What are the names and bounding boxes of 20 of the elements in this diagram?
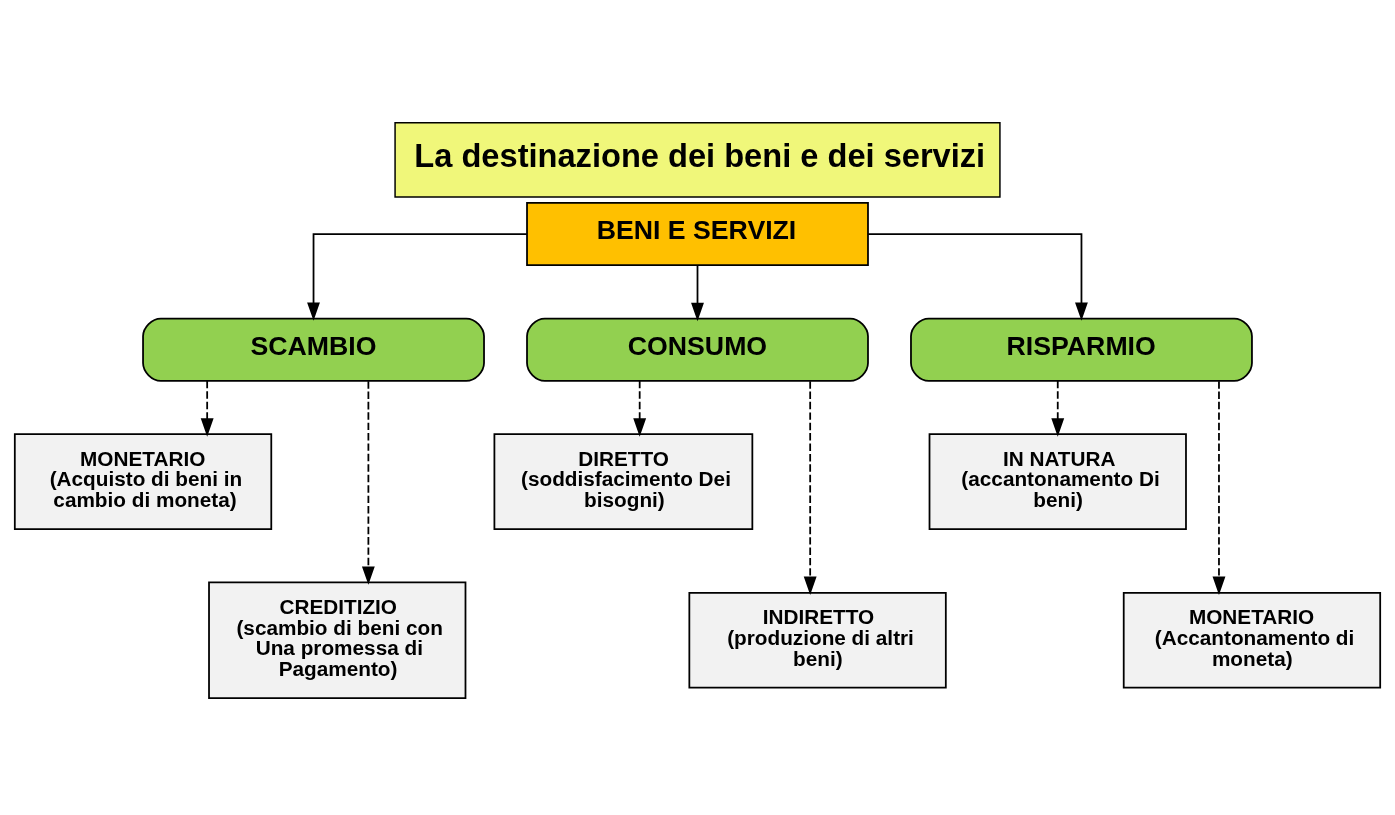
node-box: DIRETTO (soddisfacimento Dei bisogni) <box>493 433 754 530</box>
node-box: BENI E SERVIZI <box>526 202 869 267</box>
arrow <box>307 233 528 321</box>
arrow <box>361 380 375 585</box>
diagram-title: La destinazione dei beni e dei servizi <box>414 136 986 174</box>
arrow <box>200 380 214 437</box>
node-box: MONETARIO (Acquisto di beni in cambio di moneta) <box>13 433 273 530</box>
arrow <box>1051 380 1065 437</box>
arrow <box>1212 380 1226 595</box>
node-box: RISPARMIO <box>910 317 1253 382</box>
arrow <box>691 264 704 322</box>
node-box: CREDITIZIO (scambio di beni con Una promessa di Pagamento) <box>208 581 467 699</box>
arrow <box>803 380 817 595</box>
node-box: CONSUMO <box>526 317 869 382</box>
arrow <box>633 380 647 437</box>
node-box: IN NATURA (accantonamento Di beni) <box>928 433 1187 530</box>
node-box: INDIRETTO (produzione di altri beni) <box>688 591 947 689</box>
node-box: MONETARIO (Accantonamento di moneta) <box>1122 591 1382 689</box>
arrow <box>867 233 1088 321</box>
node-box: SCAMBIO <box>142 317 485 382</box>
